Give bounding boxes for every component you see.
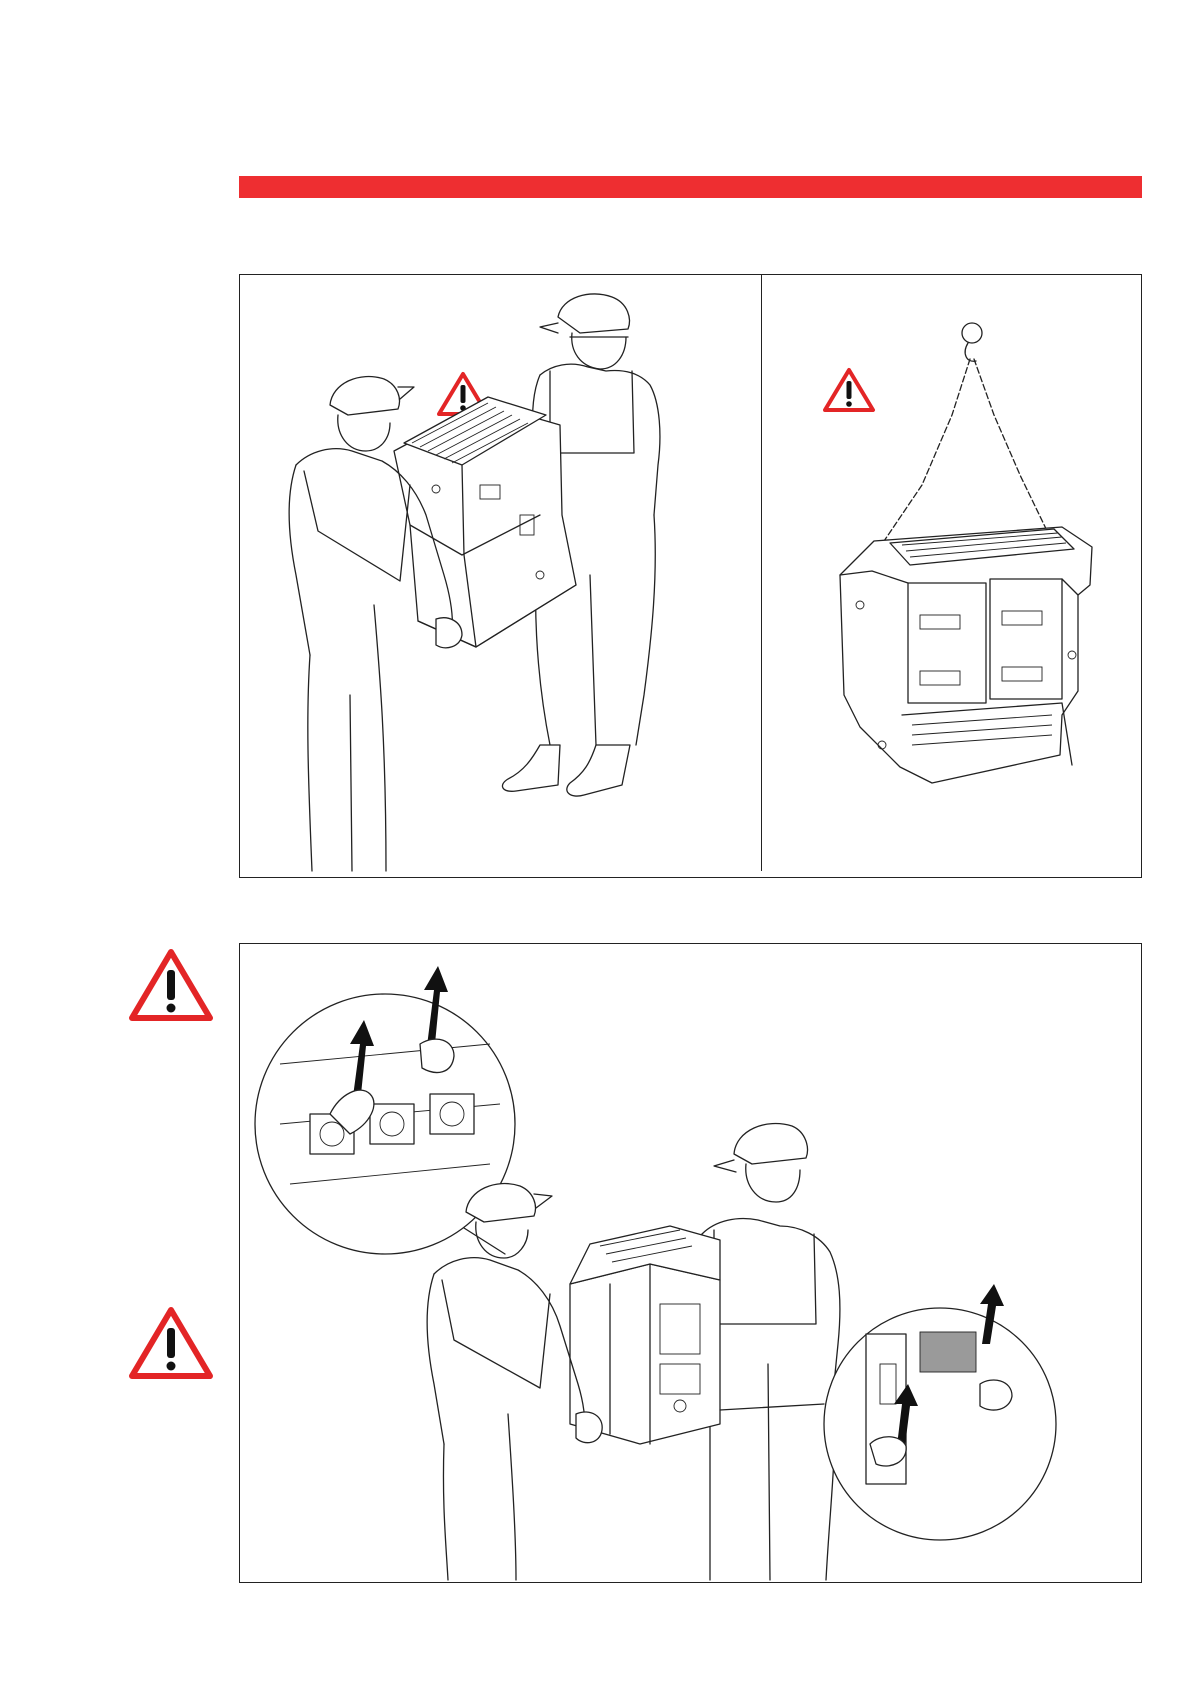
circuit-breaker xyxy=(570,1226,720,1444)
fixed-part-hanging xyxy=(840,527,1092,783)
section-header-bar xyxy=(239,176,1142,198)
figure-panel-top xyxy=(239,274,1142,878)
workers-carrying-breaker-illustration xyxy=(240,944,1140,1580)
detail-circle-handles xyxy=(720,1284,1056,1540)
lifting-hook xyxy=(962,323,982,361)
chain-lifted-illustration xyxy=(762,275,1142,875)
warning-triangle-icon xyxy=(128,948,214,1022)
lifting-chain xyxy=(880,359,1050,547)
workers-carrying-illustration xyxy=(240,275,760,875)
figure-panel-bottom xyxy=(239,943,1142,1583)
warning-triangle-icon xyxy=(128,1306,214,1380)
shaded-panel xyxy=(920,1332,976,1372)
fixed-part-cradle xyxy=(394,397,576,647)
